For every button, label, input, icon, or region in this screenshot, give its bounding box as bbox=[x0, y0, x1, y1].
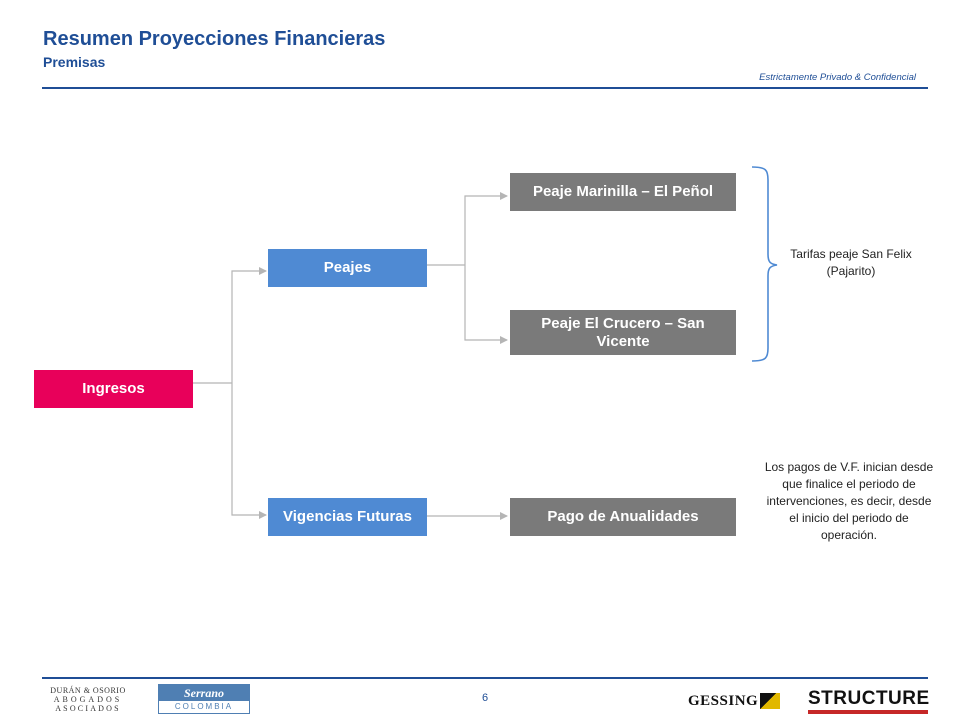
gessing-mark-icon bbox=[760, 693, 781, 709]
structure-logo: STRUCTURE bbox=[808, 688, 930, 714]
connector-peajes-marinilla bbox=[464, 192, 508, 265]
gessing-logo-text: GESSING bbox=[688, 692, 759, 709]
connector-ingresos-vigencias bbox=[231, 383, 267, 519]
note-tarifas: Tarifas peaje San Felix (Pajarito) bbox=[790, 247, 912, 278]
node-ingresos: Ingresos bbox=[34, 370, 193, 408]
serrano-logo-top: Serrano bbox=[159, 685, 249, 701]
page-title: Resumen Proyecciones Financieras bbox=[43, 28, 386, 50]
node-vigencias-futuras: Vigencias Futuras bbox=[268, 498, 427, 536]
footer-divider bbox=[42, 677, 928, 679]
duran-logo-line1: DURÁN & OSORIO bbox=[50, 686, 126, 695]
node-peajes: Peajes bbox=[268, 249, 427, 287]
node-peaje-marinilla: Peaje Marinilla – El Peñol bbox=[510, 173, 736, 211]
structure-logo-bar bbox=[808, 710, 928, 714]
serrano-colombia-logo: Serrano COLOMBIA bbox=[158, 684, 250, 714]
duran-logo-line3: ASOCIADOS bbox=[55, 704, 121, 713]
curly-bracket bbox=[751, 166, 778, 362]
connector-ingresos-peajes bbox=[231, 267, 267, 383]
note-vigencias: Los pagos de V.F. inician desde que fina… bbox=[764, 460, 934, 542]
page-number: 6 bbox=[481, 692, 489, 704]
duran-logo-line2: ABOGADOS bbox=[53, 695, 123, 704]
structure-logo-text: STRUCTURE bbox=[808, 688, 930, 709]
gessing-logo: GESSING bbox=[688, 691, 781, 711]
connector-peajes-crucero bbox=[464, 265, 508, 344]
confidential-label: Estrictamente Privado & Confidencial bbox=[759, 72, 916, 83]
node-pago-anualidades: Pago de Anualidades bbox=[510, 498, 736, 536]
serrano-logo-bottom: COLOMBIA bbox=[174, 702, 234, 711]
header-divider bbox=[42, 87, 928, 89]
page-subtitle: Premisas bbox=[43, 54, 106, 70]
node-peaje-crucero: Peaje El Crucero – San Vicente bbox=[510, 310, 736, 355]
duran-osorio-logo: DURÁN & OSORIO ABOGADOS ASOCIADOS bbox=[42, 686, 134, 716]
